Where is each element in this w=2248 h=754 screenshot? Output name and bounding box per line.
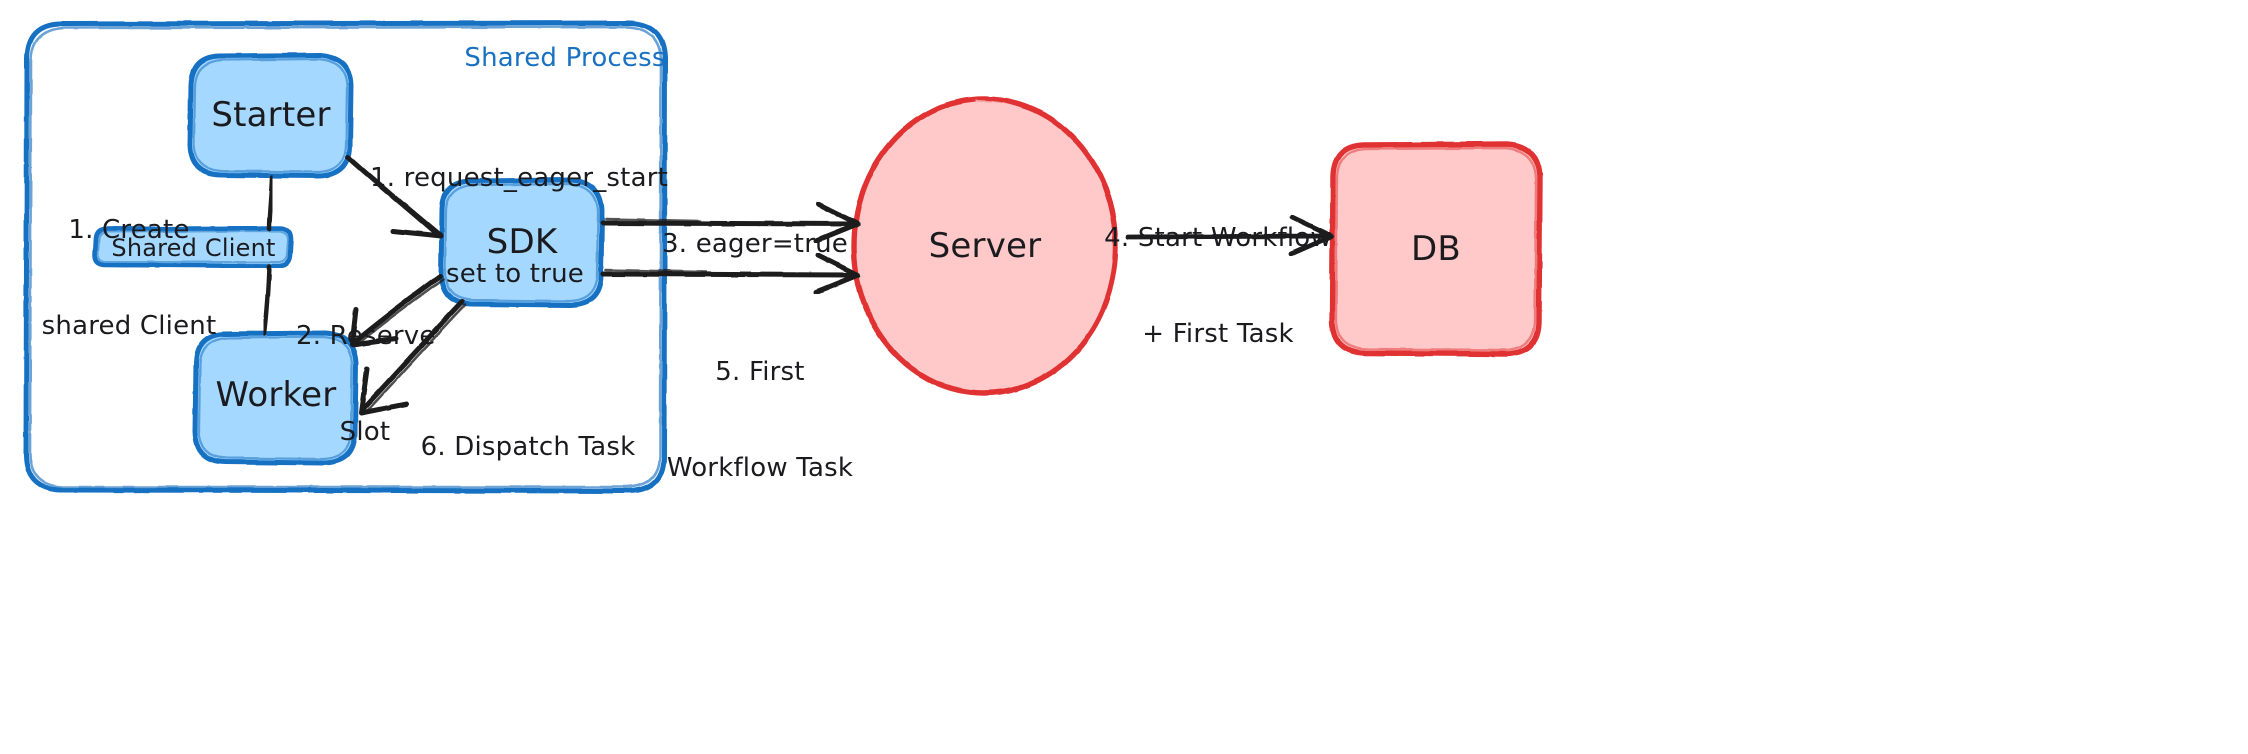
node-worker-shape[interactable] [192, 330, 359, 466]
edge-first-workflow-task[interactable] [600, 252, 861, 295]
node-server-shape[interactable] [851, 96, 1119, 396]
node-db-shape[interactable] [1329, 141, 1543, 357]
shared-process-frame[interactable] [23, 20, 668, 494]
edge-dispatch-task[interactable] [358, 299, 467, 416]
node-shared-client-shape[interactable] [92, 225, 294, 269]
node-starter-shape[interactable] [187, 52, 354, 179]
edge-start-workflow-db[interactable] [1125, 214, 1335, 257]
edge-eager-true[interactable] [600, 201, 861, 244]
edge-reserve-slot[interactable] [349, 273, 445, 348]
edge-create-shared-client[interactable] [261, 174, 275, 337]
edge-request-eager-start[interactable] [345, 154, 444, 239]
node-sdk-shape[interactable] [438, 177, 605, 308]
